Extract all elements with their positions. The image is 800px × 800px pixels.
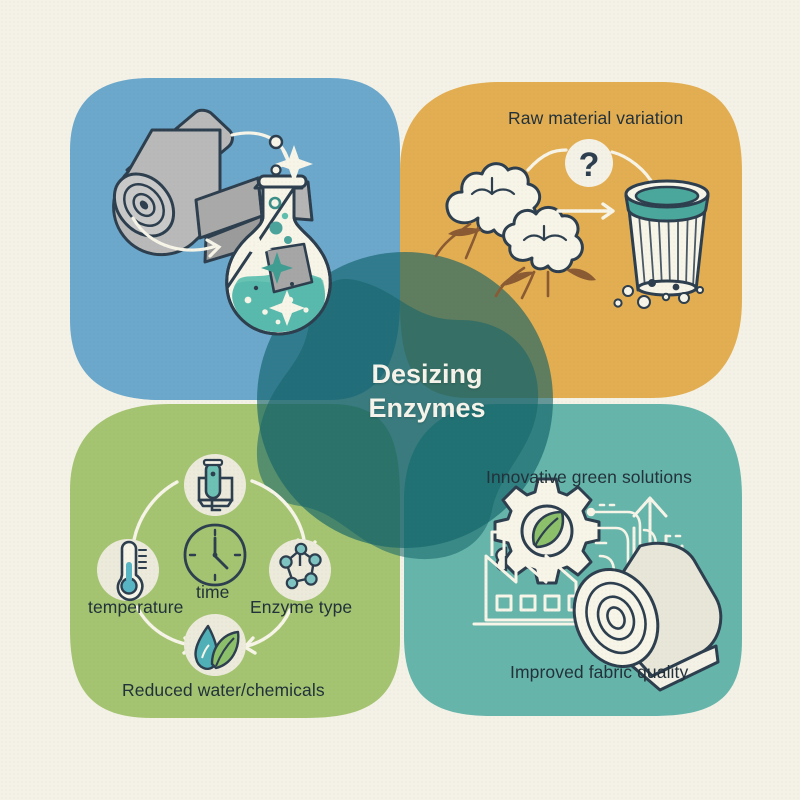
label-time: time xyxy=(196,582,230,602)
illustration-raw-material: ? xyxy=(434,139,710,309)
sparkle-icon-teal xyxy=(261,252,293,284)
label-raw-material-variation: Raw material variation xyxy=(508,108,684,128)
label-reduced-water-chemicals: Reduced water/chemicals xyxy=(122,680,325,700)
question-badge-icon: ? xyxy=(565,139,613,187)
page-title-line1: Desizing xyxy=(371,359,483,389)
question-mark-label: ? xyxy=(579,146,600,184)
test-tube-icon xyxy=(184,454,246,516)
ribbed-container-icon xyxy=(624,179,710,297)
label-innovative-green-solutions: Innovative green solutions xyxy=(486,467,692,487)
label-temperature: temperature xyxy=(88,597,184,617)
molecule-icon xyxy=(269,539,331,601)
leaf-droplet-icon xyxy=(184,614,246,676)
bubble-icon xyxy=(613,279,704,309)
fabric-roll-icon xyxy=(112,108,314,264)
center-overlap-organic xyxy=(256,279,539,560)
gear-leaf-icon xyxy=(493,477,601,585)
illustration-parameters xyxy=(97,454,331,676)
thermometer-icon xyxy=(97,539,159,602)
sparkle-icon xyxy=(244,145,313,326)
illustration-outcomes xyxy=(472,477,723,692)
arrow-right-icon xyxy=(556,202,615,220)
page-title-line2: Enzymes xyxy=(368,393,486,424)
label-enzyme-type: Enzyme type xyxy=(250,597,353,617)
label-improved-fabric-quality: Improved fabric quality xyxy=(510,662,689,682)
illustration-process xyxy=(112,108,332,336)
fabric-roll-icon xyxy=(572,541,723,692)
page-title: Desizing Enzymes xyxy=(332,357,522,425)
bubble-icon xyxy=(268,134,284,176)
clock-icon xyxy=(183,523,247,587)
cotton-boll-icon xyxy=(494,206,596,300)
